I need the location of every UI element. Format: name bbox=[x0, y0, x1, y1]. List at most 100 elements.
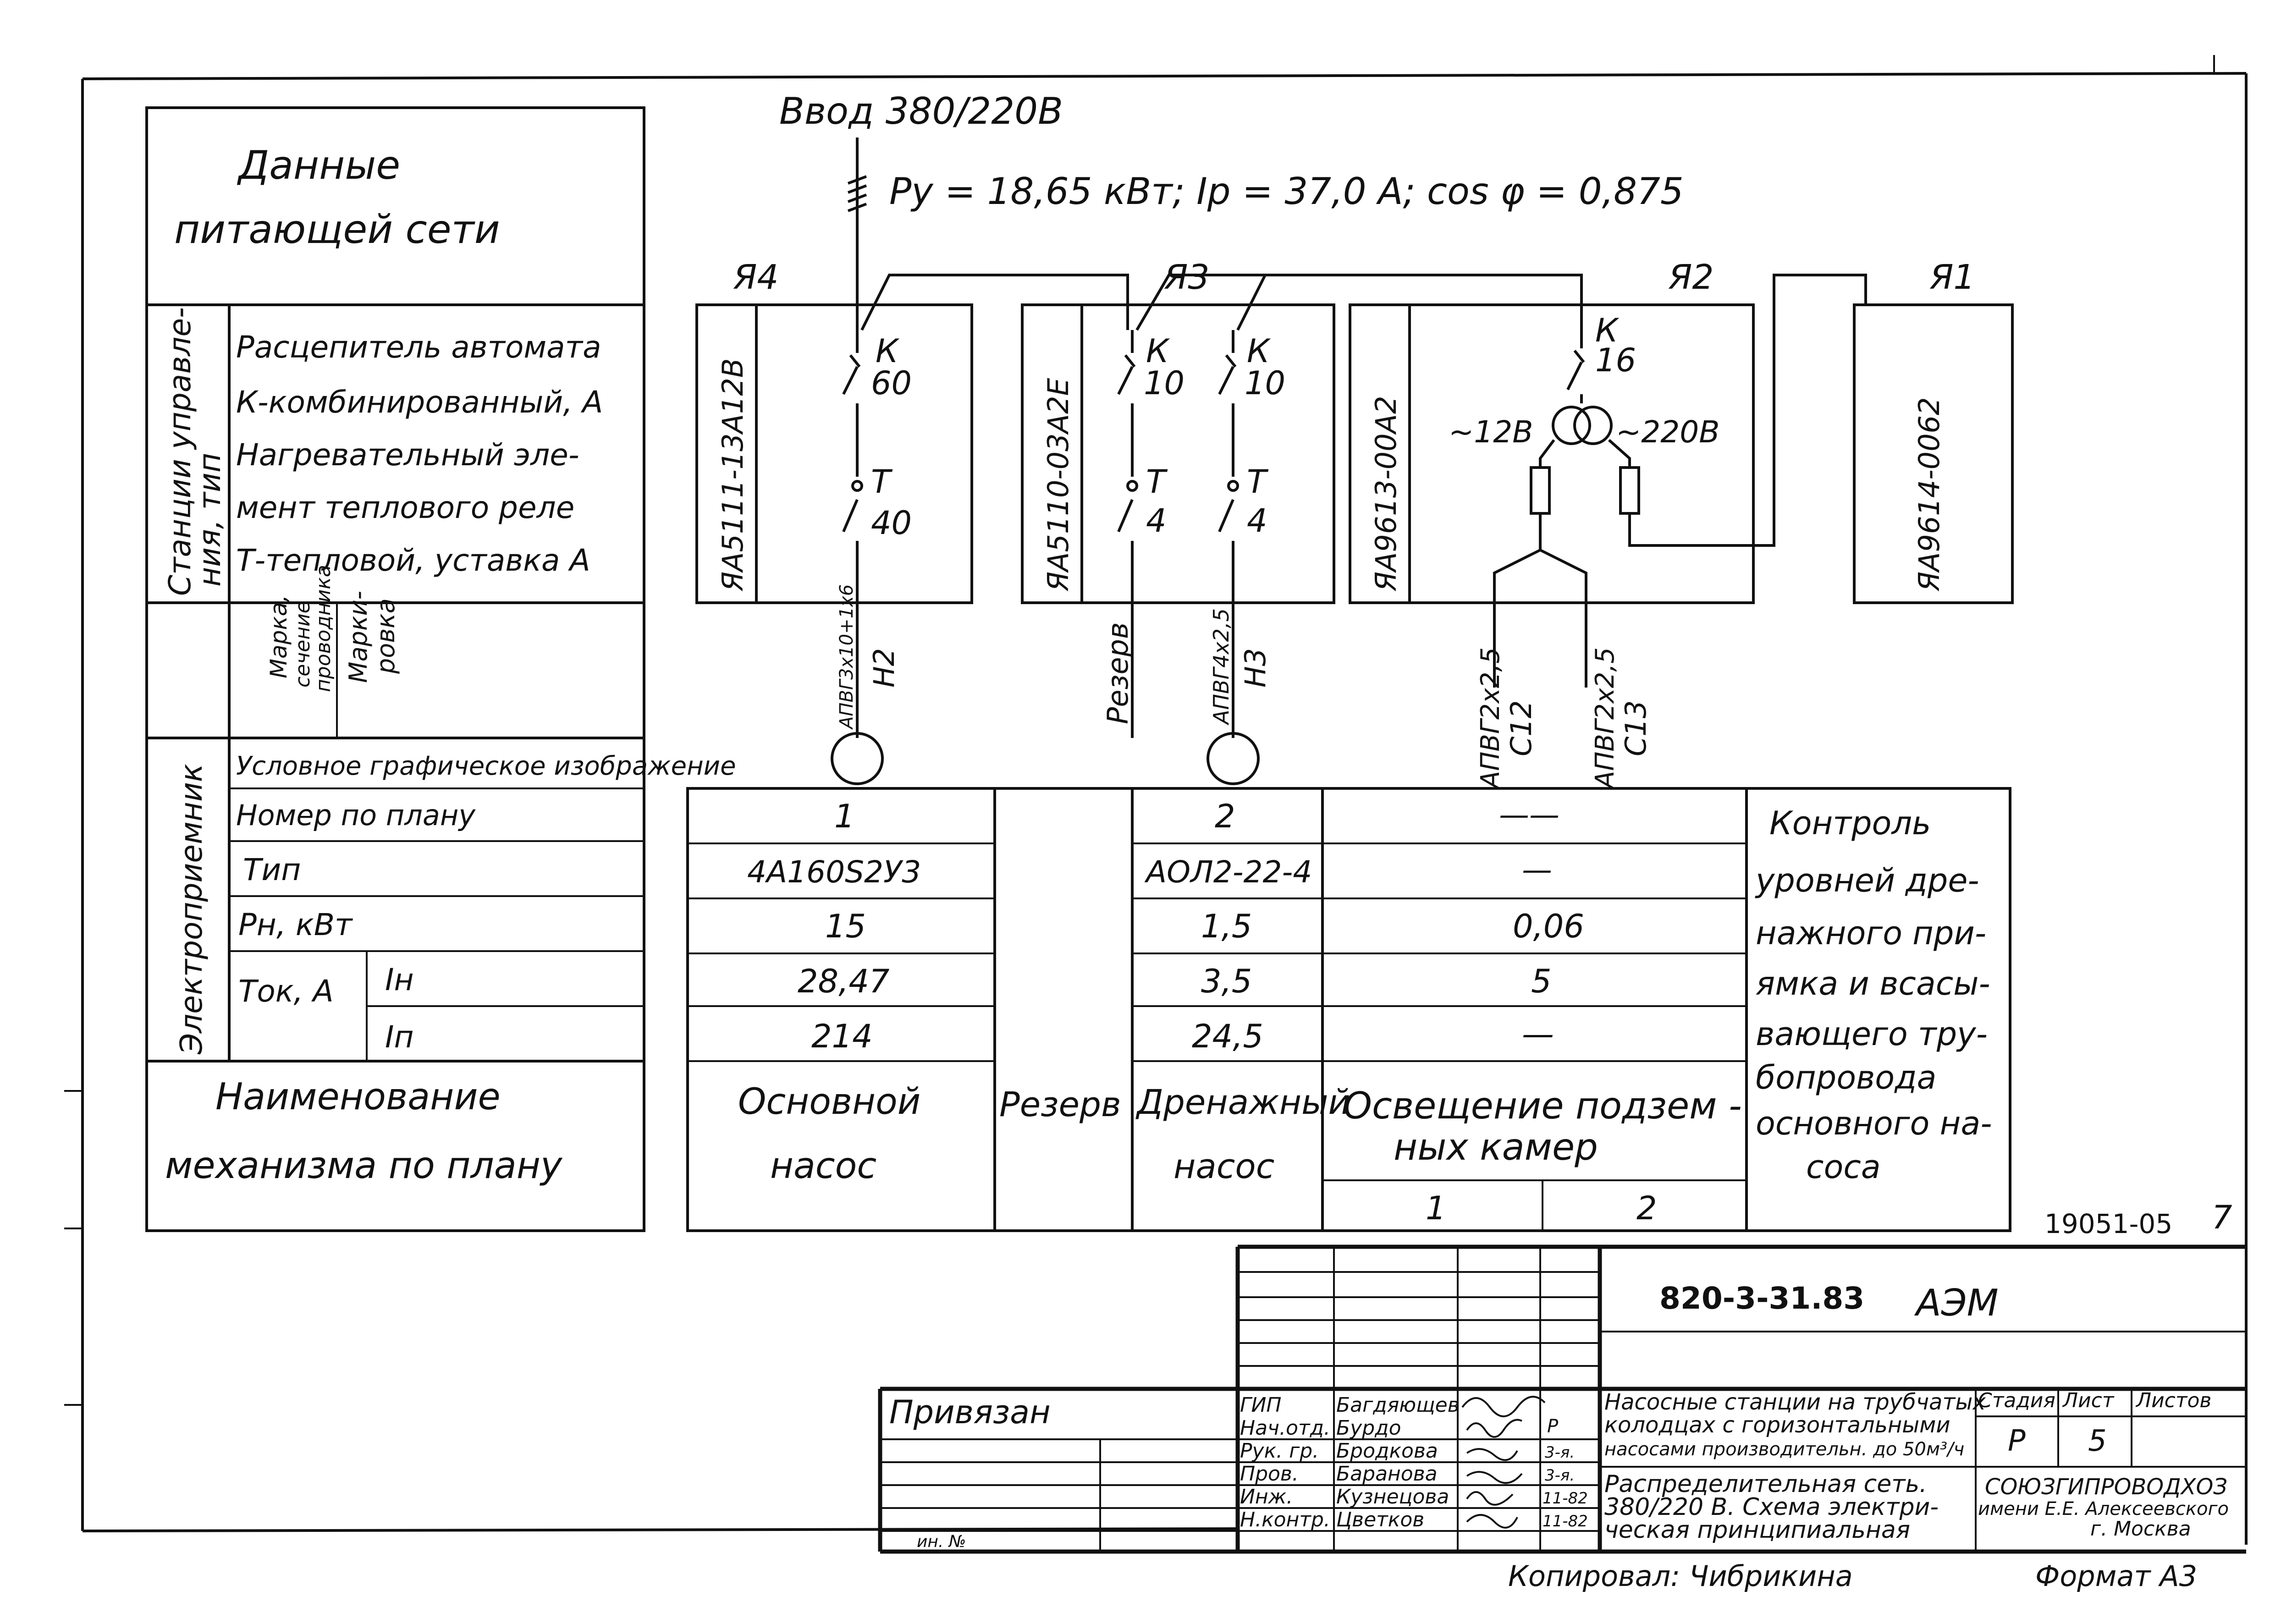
signatures bbox=[1461, 1396, 1546, 1529]
inv-number: ин. № bbox=[917, 1532, 966, 1551]
stage-header: Стадия bbox=[1978, 1389, 2055, 1412]
org-2: имени Е.Е. Алексеевского bbox=[1978, 1498, 2229, 1519]
row-current-in: Iн bbox=[385, 962, 414, 997]
stations-text-4: мент теплового реле bbox=[236, 490, 574, 525]
side-number: 19051-05 bbox=[2044, 1208, 2172, 1239]
receiver-power-1: 15 bbox=[825, 908, 866, 945]
name-3: Бродкова bbox=[1336, 1439, 1438, 1463]
mechanism-label-1: Наименование bbox=[215, 1075, 501, 1118]
breakers-ya3 bbox=[1117, 330, 1239, 738]
drawing-code: 820-3-31.83 bbox=[1659, 1281, 1864, 1316]
t-value-ya4: 40 bbox=[871, 504, 912, 542]
panel-ya3 bbox=[1021, 303, 1335, 604]
t-label-ya3-1: Т bbox=[1146, 463, 1168, 501]
panel-type-ya3: ЯА5110-03А2Е bbox=[1041, 378, 1075, 592]
cable-mark-2: сечение bbox=[291, 601, 314, 688]
role-3: Рук. гр. bbox=[1240, 1439, 1319, 1463]
role-5: Инж. bbox=[1240, 1485, 1293, 1508]
receiver-power-3: 0,06 bbox=[1513, 908, 1584, 945]
receiver-num-3: —— bbox=[1499, 797, 1559, 832]
title-line-5: 380/220 В. Схема электри- bbox=[1604, 1493, 1939, 1521]
row-graphic: Условное графическое изображение bbox=[236, 751, 736, 781]
receiver-ip-1: 214 bbox=[811, 1018, 873, 1055]
sheet-index: 7 bbox=[2212, 1199, 2232, 1236]
network-data-subtitle: питающей сети bbox=[174, 207, 500, 253]
cable-mark-1: Марка, bbox=[265, 595, 292, 678]
k-value-ya4: 60 bbox=[871, 364, 912, 402]
t-label-ya3-2: Т bbox=[1247, 463, 1269, 501]
t-value-ya3-1: 4 bbox=[1146, 502, 1167, 539]
panel-type-ya2: ЯА9613-00А2 bbox=[1369, 396, 1403, 592]
k-value-ya3-1: 10 bbox=[1144, 364, 1185, 402]
drawing-mark: АЭМ bbox=[1914, 1282, 1999, 1324]
name-5: Кузнецова bbox=[1336, 1485, 1449, 1508]
date-3: 3-я. bbox=[1545, 1466, 1575, 1485]
motor-symbol-2 bbox=[1207, 732, 1260, 785]
supply-line bbox=[847, 138, 1583, 331]
row-plan-number: Номер по плану bbox=[236, 798, 476, 832]
title-line-2: колодцах с горизонтальными bbox=[1604, 1412, 1950, 1438]
stage-value: Р bbox=[2008, 1424, 2026, 1458]
k-label-ya2: К bbox=[1595, 312, 1620, 349]
receiver-in-3: 5 bbox=[1531, 963, 1552, 1000]
format: Формат А3 bbox=[2035, 1559, 2197, 1593]
control-5: вающего тру- bbox=[1756, 1015, 1988, 1053]
marking-ya3: Н3 bbox=[1239, 648, 1272, 688]
tie-label: Привязан bbox=[889, 1393, 1051, 1431]
cable-ya3-reserve: Резерв bbox=[1101, 622, 1135, 724]
date-5: 11-82 bbox=[1543, 1512, 1588, 1530]
control-1: Контроль bbox=[1769, 804, 1931, 842]
cable-mark-3: проводника bbox=[312, 565, 335, 692]
row-type: Тип bbox=[243, 852, 301, 887]
row-current: Ток, А bbox=[238, 974, 334, 1009]
cable-ya4: АПВГ3х10+1х6 bbox=[836, 584, 857, 730]
k-label-ya4: К bbox=[876, 332, 900, 370]
name-2: Бурдо bbox=[1336, 1416, 1401, 1440]
panel-ya1 bbox=[1853, 303, 2014, 604]
sheet-frame bbox=[64, 55, 2248, 1545]
lighting-col-2: 2 bbox=[1636, 1189, 1657, 1227]
lighting-1: Освещение подзем - bbox=[1343, 1085, 1742, 1127]
breaker-ya4 bbox=[842, 330, 863, 738]
reserve-label: Резерв bbox=[999, 1085, 1121, 1124]
control-8: соса bbox=[1806, 1148, 1881, 1186]
stations-label-2: ния, тип bbox=[192, 453, 227, 587]
cable-marking-1: Марки- bbox=[344, 591, 373, 683]
stations-text-1: Расцепитель автомата bbox=[236, 330, 601, 365]
title-block bbox=[878, 1244, 2246, 1554]
supply-params: Pу = 18,65 кВт; Iр = 37,0 А; cos φ = 0,8… bbox=[889, 170, 1684, 213]
panel-type-ya4: ЯА5111-13А12В bbox=[716, 358, 749, 592]
panel-ya4 bbox=[695, 303, 973, 604]
date-2: 3-я. bbox=[1545, 1443, 1575, 1462]
control-2: уровней дре- bbox=[1755, 862, 1979, 899]
name-4: Баранова bbox=[1336, 1462, 1438, 1486]
org-3: г. Москва bbox=[2090, 1517, 2191, 1541]
cable-marking-2: ровка bbox=[371, 598, 400, 674]
supply-title: Ввод 380/220В bbox=[779, 90, 1063, 132]
sheet-value: 5 bbox=[2088, 1424, 2107, 1458]
legend-table bbox=[145, 106, 645, 1232]
stations-label-1: Станции управле- bbox=[162, 307, 198, 596]
transformer-ya2 bbox=[1493, 274, 1867, 688]
role-2: Нач.отд. bbox=[1240, 1416, 1330, 1440]
receiver-num-1: 1 bbox=[834, 798, 855, 835]
voltage-12v: ~12В bbox=[1449, 414, 1533, 450]
role-4: Пров. bbox=[1240, 1462, 1299, 1486]
title-line-1: Насосные станции на трубчатых bbox=[1604, 1389, 1986, 1415]
control-7: основного на- bbox=[1756, 1105, 1992, 1142]
lighting-col-1: 1 bbox=[1426, 1189, 1446, 1227]
title-line-3: насосами производительн. до 50м³/ч bbox=[1604, 1439, 1964, 1460]
marking-ya2-1: С12 bbox=[1504, 700, 1538, 756]
copied-by: Копировал: Чибрикина bbox=[1508, 1559, 1853, 1593]
sheet-header: Лист bbox=[2062, 1389, 2115, 1412]
receiver-type-2: АОЛ2-22-4 bbox=[1144, 854, 1312, 890]
role-6: Н.контр. bbox=[1240, 1508, 1330, 1531]
mechanism-label-2: механизма по плану bbox=[165, 1144, 563, 1187]
motor-symbol-1 bbox=[831, 732, 884, 785]
receiver-in-2: 3,5 bbox=[1201, 963, 1252, 1000]
date-1: Р bbox=[1547, 1416, 1559, 1437]
voltage-220v: ~220В bbox=[1616, 414, 1720, 450]
stations-text-5: Т-тепловой, уставка А bbox=[236, 543, 590, 578]
main-pump-1: Основной bbox=[738, 1081, 920, 1123]
panel-id-ya4: Я4 bbox=[733, 258, 779, 297]
